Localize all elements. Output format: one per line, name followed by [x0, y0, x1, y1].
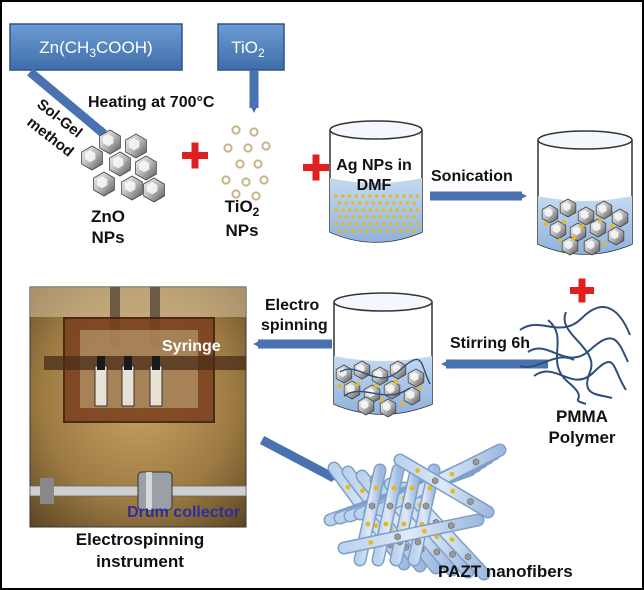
syringe-label: Syringe	[162, 338, 221, 355]
ag-label: Ag NPs in	[336, 157, 412, 174]
hexagonal-crystal-icon	[549, 220, 567, 240]
sonication-label: Sonication	[431, 168, 513, 185]
hexagonal-crystal-icon	[407, 368, 425, 388]
plus-icon	[182, 142, 208, 169]
nanofibers-label: PAZT nanofibers	[438, 562, 573, 581]
nanofiber-strand	[389, 463, 423, 567]
pmma-polymer-chains	[519, 306, 631, 405]
nanofiber-strand	[393, 453, 495, 519]
tio2-box: TiO2	[217, 23, 285, 71]
zinc-acetate-box: Zn(CH3COOH)	[9, 23, 183, 71]
hexagonal-crystal-icon	[99, 129, 121, 155]
hexagonal-crystal-icon	[357, 396, 375, 416]
hexagonal-crystal-icon	[559, 198, 577, 218]
electro-label: Electro	[265, 297, 319, 314]
hexagonal-crystal-icon	[81, 145, 103, 171]
beaker-stirred	[333, 292, 433, 418]
hexagonal-crystal-icon	[343, 380, 361, 400]
drum-collector-label: Drum collector	[127, 504, 240, 521]
hexagonal-crystal-icon	[109, 151, 131, 177]
hexagonal-crystal-icon	[93, 171, 115, 197]
hexagonal-crystal-icon	[353, 360, 371, 380]
hexagonal-crystal-icon	[561, 236, 579, 256]
pazt-nanofiber-mesh	[323, 443, 507, 581]
hexagonal-crystal-icon	[383, 380, 401, 400]
pmma-label: PMMA	[556, 407, 608, 426]
hexagonal-crystal-icon	[589, 218, 607, 238]
zno-nanoparticle-cluster	[81, 129, 165, 203]
plus-icon	[303, 154, 329, 181]
tio2-box-label: TiO2	[231, 38, 265, 60]
instrument-caption-2: instrument	[96, 552, 184, 571]
to-nanofibers-arrow	[259, 436, 339, 482]
instrument-caption-1: Electrospinning	[76, 530, 204, 549]
zno-label: ZnO	[91, 207, 125, 226]
hexagonal-crystal-icon	[125, 133, 147, 159]
hexagonal-crystal-icon	[607, 226, 625, 246]
plus-signs	[182, 142, 594, 303]
hexagonal-crystal-icon	[583, 236, 601, 256]
hexagonal-crystal-icon	[611, 208, 629, 228]
plus-icon	[570, 278, 594, 303]
hexagonal-crystal-icon	[335, 364, 353, 384]
stirring-label: Stirring 6h	[450, 335, 530, 352]
tio2-nps-label: NPs	[225, 221, 258, 240]
beaker-ag-dmf	[329, 120, 423, 243]
tio2-label: TiO2	[225, 197, 260, 219]
hexagonal-crystal-icon	[403, 386, 421, 406]
zinc-acetate-label: Zn(CH3COOH)	[39, 38, 152, 60]
hexagonal-crystal-icon	[541, 204, 559, 224]
electrospinning-photo: Syringe Drum collector	[29, 286, 247, 528]
hexagonal-crystal-icon	[121, 175, 143, 201]
hexagonal-crystal-icon	[379, 398, 397, 418]
zno-nps-label: NPs	[91, 228, 124, 247]
hexagonal-crystal-icon	[143, 177, 165, 203]
heating-label: Heating at 700°C	[88, 94, 215, 111]
mixed-nanoparticles	[541, 198, 629, 256]
dmf-label: DMF	[357, 177, 392, 194]
hexagonal-crystal-icon	[135, 155, 157, 181]
ag-nanoparticles	[334, 194, 420, 233]
hexagonal-crystal-icon	[595, 200, 613, 220]
process-arrows	[27, 68, 548, 482]
spinning-label: spinning	[261, 317, 328, 334]
polymer-label: Polymer	[548, 428, 615, 447]
hexagonal-crystal-icon	[577, 206, 595, 226]
nanofiber-strand	[337, 513, 485, 555]
hexagonal-crystal-icon	[389, 360, 407, 380]
tio2-nanoparticles	[221, 125, 271, 201]
sol-gel-arrow	[27, 68, 108, 138]
beaker-sonicated	[537, 130, 633, 256]
